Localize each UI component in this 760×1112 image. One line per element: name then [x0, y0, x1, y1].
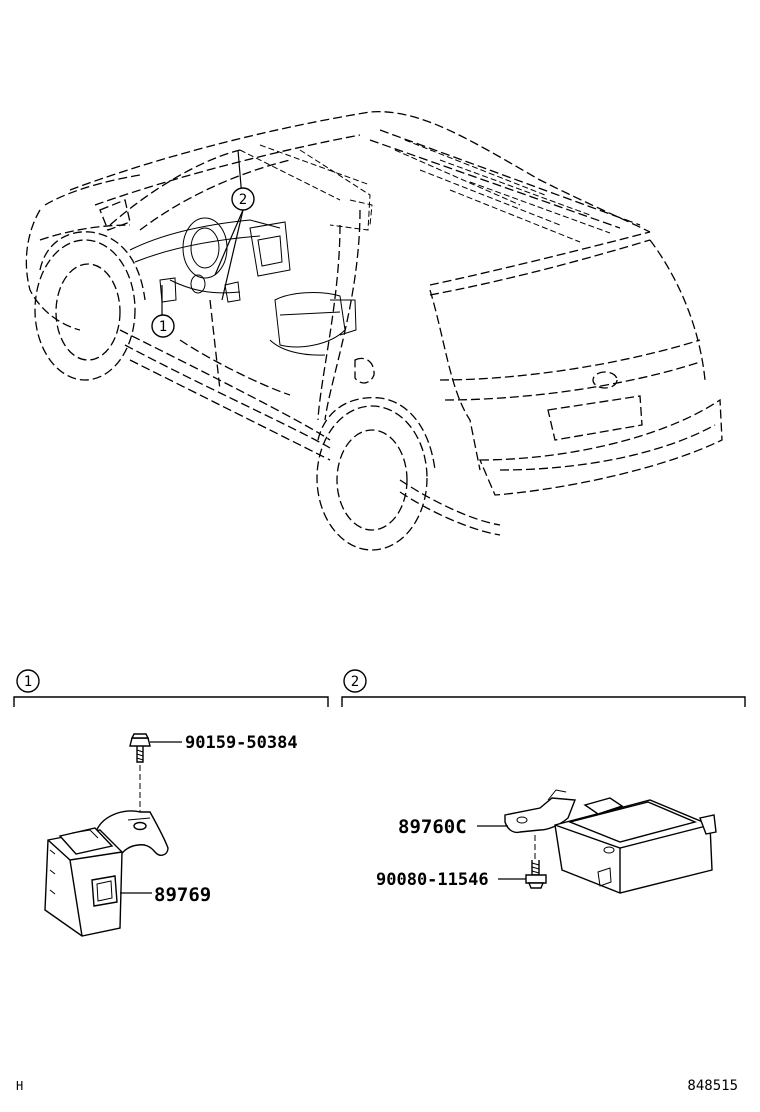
section-2-callout-label: 2 [351, 674, 359, 690]
callout-2-vehicle[interactable]: 2 [231, 187, 255, 211]
vehicle-outline [25, 111, 723, 551]
section-1-bracket-line [13, 696, 329, 707]
section-2-callout[interactable] [343, 669, 367, 693]
section-1-callout-label: 1 [24, 674, 32, 690]
part-number-89769[interactable]: 89769 [154, 884, 211, 906]
control-module-icon[interactable] [44, 810, 169, 937]
section-2-header: 2 [341, 669, 746, 707]
part-number-90080-11546[interactable]: 90080-11546 [376, 870, 489, 890]
section-2-bracket-line [341, 696, 746, 707]
footer-left-mark: H [16, 1079, 23, 1093]
callout-1-vehicle-label: 1 [159, 319, 167, 335]
bolt-icon-2[interactable] [525, 835, 547, 889]
diagram-number: 848515 [687, 1078, 738, 1094]
bolt-icon[interactable] [129, 733, 151, 820]
part-number-90159-50384[interactable]: 90159-50384 [185, 733, 298, 753]
section-1-callout[interactable] [16, 669, 40, 693]
section-1-header: 1 [13, 669, 329, 707]
part-number-89760C[interactable]: 89760C [398, 816, 467, 838]
sensor-module-icon[interactable] [554, 797, 717, 894]
callout-2-vehicle-label: 2 [239, 192, 247, 208]
callout-1-vehicle[interactable]: 1 [151, 314, 175, 338]
